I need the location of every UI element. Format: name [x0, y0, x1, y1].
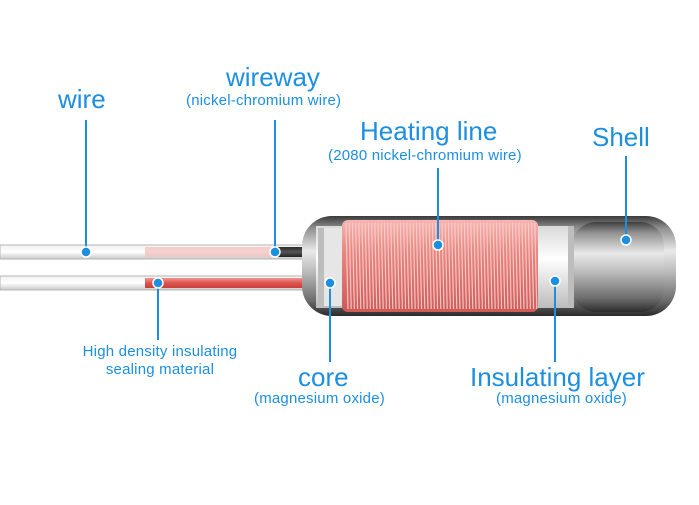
coil-winding — [521, 222, 525, 310]
coil-winding — [473, 222, 477, 310]
coil-winding — [412, 222, 416, 310]
coil-winding — [345, 222, 349, 310]
coil-winding — [463, 222, 467, 310]
coil-winding — [444, 222, 448, 310]
coil-winding — [374, 222, 378, 310]
coil-winding — [457, 222, 461, 310]
coil-winding — [383, 222, 387, 310]
sealing-label-line2: sealing material — [105, 361, 215, 378]
coil-winding — [377, 222, 381, 310]
sealing-label: High density insulating sealing material — [62, 343, 258, 379]
wireway-sublabel: (nickel-chromium wire) — [186, 92, 342, 109]
coil-winding — [438, 222, 442, 310]
coil-winding — [419, 222, 423, 310]
coil-winding — [527, 222, 531, 310]
sealing-label-line1: High density insulating — [82, 343, 238, 360]
coil-winding — [406, 222, 410, 310]
coil-winding — [505, 222, 509, 310]
sealing-leader-dot — [152, 277, 164, 289]
coil-winding — [460, 222, 464, 310]
coil-winding — [451, 222, 455, 310]
coil-winding — [470, 222, 474, 310]
leader-lines — [80, 120, 632, 362]
coil-winding — [495, 222, 499, 310]
coil-winding — [518, 222, 522, 310]
coil-winding — [435, 222, 439, 310]
coil-winding — [502, 222, 506, 310]
insulating-leader-dot — [549, 275, 561, 287]
core-sublabel: (magnesium oxide) — [254, 390, 385, 407]
coil-winding — [428, 222, 432, 310]
coil-winding — [355, 222, 359, 310]
heating-line-leader-dot — [432, 239, 444, 251]
coil-winding — [441, 222, 445, 310]
heating-coil — [342, 220, 538, 312]
coil-winding — [486, 222, 490, 310]
coil-winding — [499, 222, 503, 310]
shell-leader-dot — [620, 234, 632, 246]
coil-winding — [380, 222, 384, 310]
coil-winding — [515, 222, 519, 310]
coil-winding — [403, 222, 407, 310]
heating-line-sublabel: (2080 nickel-chromium wire) — [328, 147, 522, 164]
coil-winding — [511, 222, 515, 310]
upper-lead-wire — [0, 244, 321, 260]
coil-winding — [387, 222, 391, 310]
coil-winding — [409, 222, 413, 310]
coil-winding — [425, 222, 429, 310]
coil-winding — [467, 222, 471, 310]
shell-label: Shell — [592, 122, 650, 152]
coil-winding — [351, 222, 355, 310]
core-label: core — [298, 362, 349, 392]
wireway-leader-dot — [269, 246, 281, 258]
coil-winding — [415, 222, 419, 310]
coil-winding — [422, 222, 426, 310]
coil-winding — [531, 222, 535, 310]
coil-winding — [364, 222, 368, 310]
insulating-layer-sublabel: (magnesium oxide) — [496, 390, 627, 407]
coil-winding — [524, 222, 528, 310]
coil-winding — [399, 222, 403, 310]
coil-winding — [348, 222, 352, 310]
coil-winding — [447, 222, 451, 310]
coil-winding — [534, 222, 538, 310]
heating-line-label: Heating line — [360, 116, 498, 146]
coil-winding — [390, 222, 394, 310]
coil-winding — [479, 222, 483, 310]
coil-winding — [393, 222, 397, 310]
wireway-label: wireway — [226, 62, 320, 92]
coil-winding — [396, 222, 400, 310]
coil-winding — [358, 222, 362, 310]
coil-winding — [492, 222, 496, 310]
coil-winding — [371, 222, 375, 310]
coil-winding — [361, 222, 365, 310]
wire-leader-dot — [80, 246, 92, 258]
coil-winding — [476, 222, 480, 310]
core-leader-dot — [324, 277, 336, 289]
coil-winding — [431, 222, 435, 310]
insulating-layer-label: Insulating layer — [470, 362, 645, 392]
coil-winding — [483, 222, 487, 310]
coil-winding — [367, 222, 371, 310]
coil-winding — [489, 222, 493, 310]
coil-winding — [454, 222, 458, 310]
coil-winding — [508, 222, 512, 310]
wire-label: wire — [58, 84, 106, 114]
